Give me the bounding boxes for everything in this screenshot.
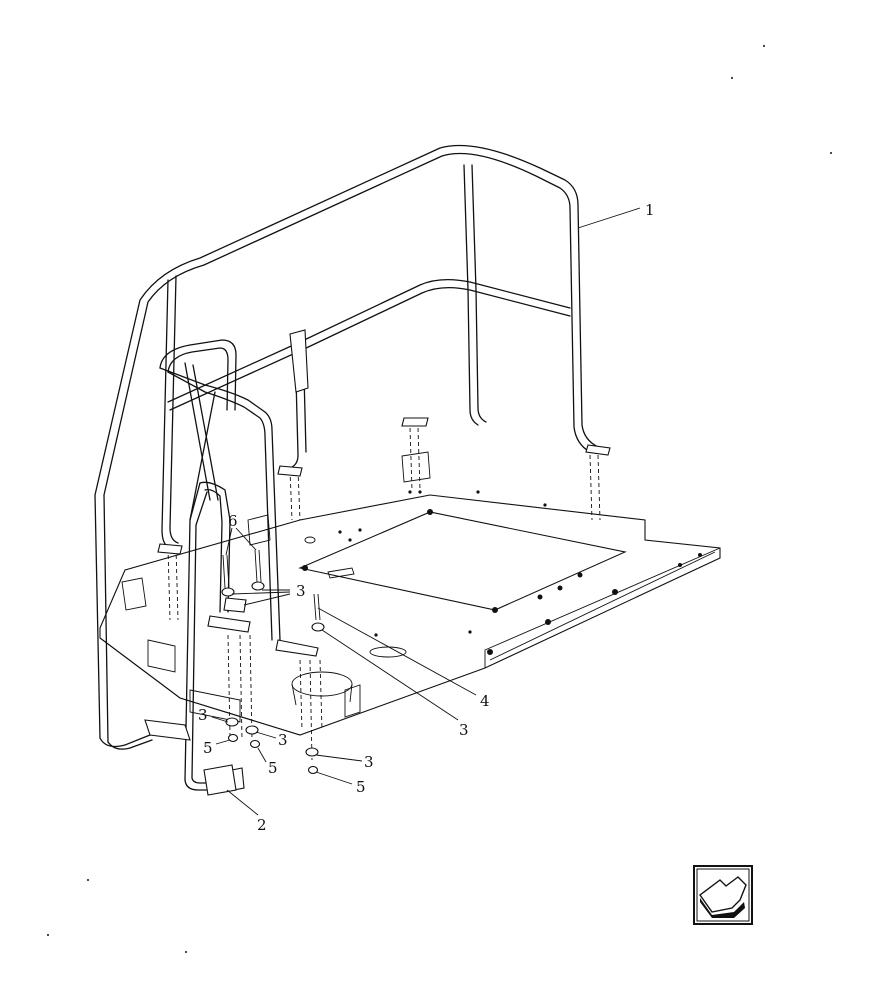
callout-3-mid: 3 — [278, 731, 288, 749]
rops-frame — [94, 144, 611, 750]
back-arrow-icon[interactable] — [693, 865, 753, 925]
callout-3-left: 3 — [198, 706, 208, 724]
leader-lines — [211, 207, 641, 816]
hardware — [221, 549, 325, 775]
callout-3-right: 3 — [459, 721, 469, 739]
callout-5-left: 5 — [203, 739, 213, 757]
callout-5-right: 5 — [356, 778, 366, 796]
scan-specks — [47, 45, 832, 953]
callout-3-low: 3 — [364, 753, 374, 771]
callout-labels: 1 2 3 3 3 3 3 4 5 5 5 6 — [198, 201, 655, 834]
callout-2: 2 — [257, 816, 267, 834]
callout-5-mid: 5 — [268, 759, 278, 777]
callout-4: 4 — [480, 692, 490, 710]
callout-1: 1 — [645, 201, 655, 219]
grab-handle — [144, 339, 319, 796]
callout-3-top: 3 — [296, 582, 306, 600]
callout-6: 6 — [228, 512, 238, 530]
